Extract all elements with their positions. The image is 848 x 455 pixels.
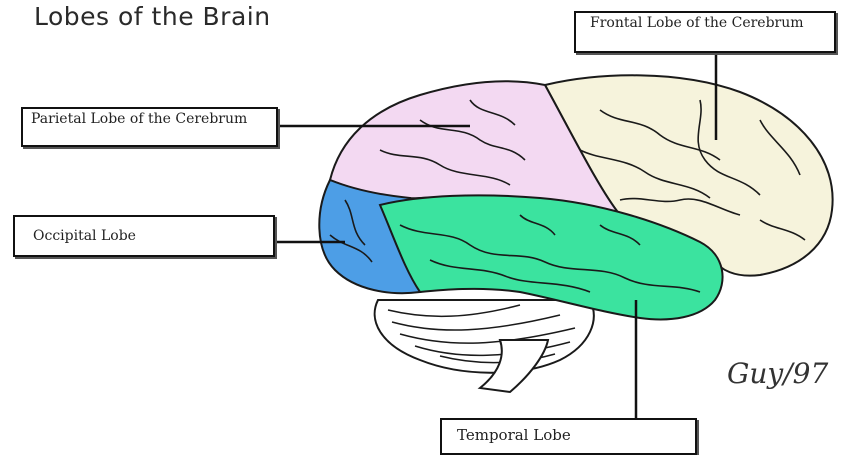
cerebellum <box>375 300 594 373</box>
artist-signature: Guy/97 <box>727 357 828 390</box>
label-parietal-lobe: Parietal Lobe of the Cerebrum <box>21 107 278 147</box>
label-frontal-lobe: Frontal Lobe of the Cerebrum <box>574 11 836 53</box>
label-temporal-lobe: Temporal Lobe <box>440 418 697 455</box>
label-occipital-lobe: Occipital Lobe <box>13 215 275 257</box>
